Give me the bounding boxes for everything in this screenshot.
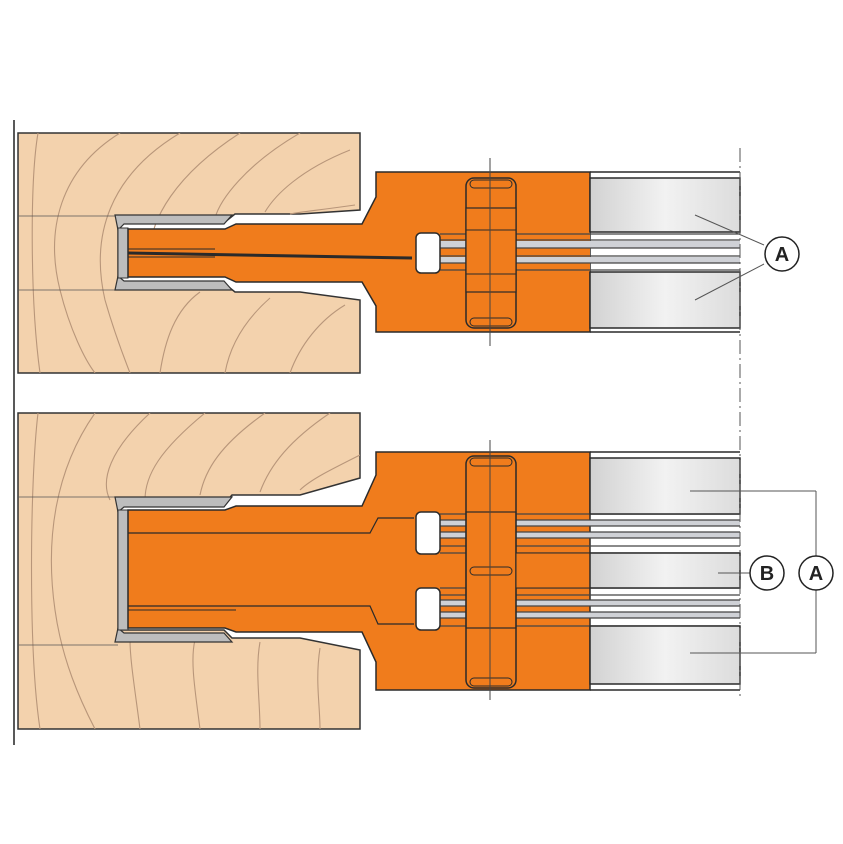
bottom-middle-band	[515, 552, 591, 589]
top-upper-blade	[114, 214, 234, 232]
bottom-upper-keyway-notch	[415, 511, 441, 555]
top-blade-shank	[117, 227, 129, 279]
top-wood-workpiece	[17, 132, 361, 374]
bottom-middle-spacer	[589, 552, 741, 589]
bottom-callout-a-label: A	[809, 563, 823, 585]
top-lower-spacer	[589, 271, 741, 329]
top-callout-a-label: A	[775, 244, 789, 266]
bottom-assembly	[17, 412, 741, 730]
top-callout-a: A	[694, 214, 800, 301]
top-lower-blade	[114, 274, 234, 291]
bottom-upper-spacer	[589, 457, 741, 515]
top-keyway-notch	[415, 232, 441, 274]
top-assembly	[17, 132, 741, 374]
top-nut	[465, 177, 517, 329]
bottom-callout-b-circle	[749, 555, 785, 591]
bottom-blade-shank	[117, 509, 129, 631]
bottom-callout-a-circle	[798, 555, 834, 591]
bottom-lower-spacer	[589, 625, 741, 685]
bottom-callout-b-label: B	[760, 563, 774, 585]
top-upper-spacer	[589, 177, 741, 233]
top-wood-grain	[31, 133, 356, 373]
top-cutter-slot	[127, 251, 413, 260]
bottom-callouts: B A	[690, 490, 834, 654]
bottom-nut	[465, 455, 517, 689]
bottom-lower-keyway-notch	[415, 587, 441, 631]
bottom-wood-grain	[30, 413, 360, 729]
